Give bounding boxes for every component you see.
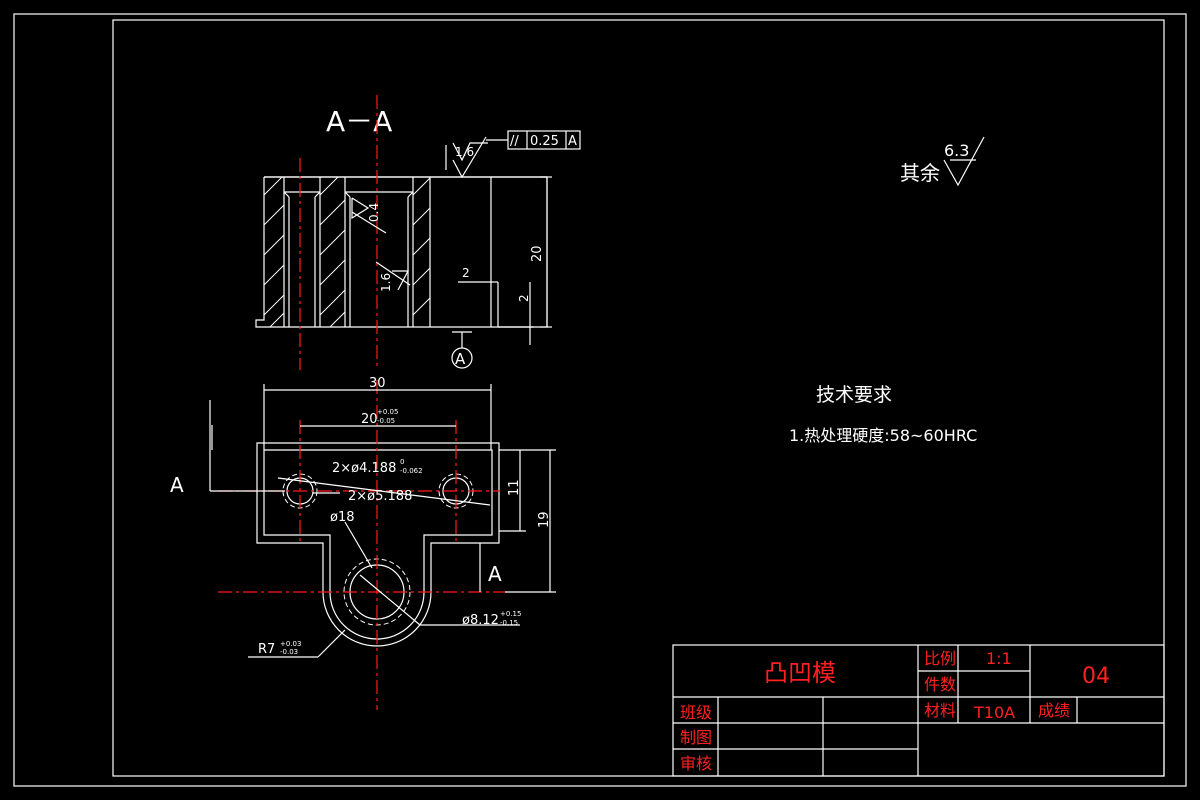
svg-text:6.3: 6.3 <box>944 141 969 160</box>
svg-text:其余: 其余 <box>900 161 940 185</box>
svg-text:A: A <box>568 134 577 149</box>
drawn-label: 制图 <box>680 728 712 747</box>
material-value: T10A <box>973 703 1015 722</box>
section-view: A－A <box>255 95 581 370</box>
dim-height-20: 20 <box>530 245 545 262</box>
datum-label: A <box>455 350 466 368</box>
quantity-label: 件数 <box>924 675 956 694</box>
svg-text:0.25: 0.25 <box>530 134 559 149</box>
svg-text:-0.15: -0.15 <box>500 619 518 627</box>
dim-radius: R7 <box>258 642 275 657</box>
svg-text:+0.05: +0.05 <box>377 408 398 416</box>
tech-heading: 技术要求 <box>816 384 892 406</box>
section-label: A－A <box>326 105 392 138</box>
svg-text:0: 0 <box>400 458 404 466</box>
remaining-roughness: 其余 6.3 <box>900 136 985 187</box>
dim-hole-spacing: 20 <box>361 412 378 427</box>
dim-width-30: 30 <box>369 376 386 391</box>
dim-small-hole: 2×ø4.188 <box>332 461 396 476</box>
material-label: 材料 <box>924 701 956 720</box>
dim-big-hole: ø8.12 <box>462 613 499 628</box>
tech-item-1: 1.热处理硬度:58~60HRC <box>789 426 977 445</box>
class-label: 班级 <box>680 703 712 722</box>
dim-height-11: 11 <box>507 479 522 496</box>
drawing-frame <box>112 19 1165 777</box>
svg-text://: // <box>510 134 519 149</box>
plan-view: A A 30 20 +0.05 -0.05 2×ø4.188 0 -0.062 … <box>170 376 556 710</box>
dim-step-2-v: 2 <box>517 294 531 302</box>
svg-text:-0.03: -0.03 <box>280 648 298 656</box>
checked-label: 审核 <box>680 754 712 773</box>
scale-label: 比例 <box>924 649 956 668</box>
roughness-top: 1.6 <box>455 145 474 159</box>
roughness-inner: 1.6 <box>379 273 393 292</box>
part-name: 凸凹模 <box>764 659 836 687</box>
svg-text:+0.15: +0.15 <box>500 610 521 618</box>
view-arrow-right: A <box>488 562 502 586</box>
dim-height-19: 19 <box>537 511 552 528</box>
dim-step-2-h: 2 <box>462 266 470 280</box>
svg-text:-0.05: -0.05 <box>377 417 395 425</box>
roughness-bore: 0.4 <box>367 203 381 222</box>
dim-big-outer: ø18 <box>330 510 355 525</box>
grade-label: 成绩 <box>1038 701 1070 720</box>
scale-value: 1:1 <box>986 649 1012 668</box>
svg-text:+0.03: +0.03 <box>280 640 301 648</box>
tolerance-frame: // 0.25 A <box>486 130 581 150</box>
title-block: 凸凹模 比例 1:1 件数 04 材料 T10A 成绩 班级 制图 审核 <box>672 644 1165 777</box>
svg-text:-0.062: -0.062 <box>400 467 423 475</box>
drawing-no: 04 <box>1082 664 1110 689</box>
dim-small-hole-outer: 2×ø5.188 <box>348 489 412 504</box>
view-arrow-left: A <box>170 473 184 497</box>
outer-border <box>13 13 1187 787</box>
